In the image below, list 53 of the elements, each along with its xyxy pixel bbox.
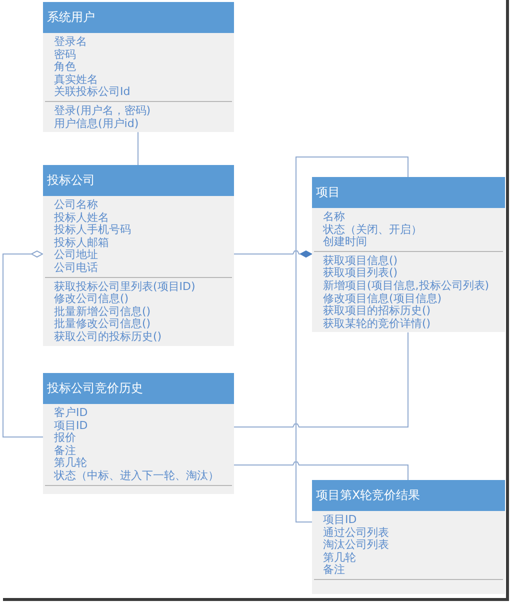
attribute-text: 备注 bbox=[323, 564, 346, 577]
attribute-text: 状态（关闭、开启） bbox=[323, 224, 423, 236]
class-box bbox=[312, 480, 505, 594]
attribute-text: 第几轮 bbox=[323, 552, 357, 564]
method-text: 批量修改公司信息() bbox=[54, 318, 152, 331]
attribute-text: 项目ID bbox=[54, 420, 89, 432]
attribute-text: 公司地址 bbox=[54, 249, 99, 262]
attribute-text: 名称 bbox=[323, 211, 346, 224]
attribute-text: 公司名称 bbox=[54, 199, 99, 212]
attribute-text: 真实姓名 bbox=[54, 74, 99, 86]
method-text: 修改项目信息(项目信息) bbox=[323, 292, 443, 305]
connector-line bbox=[234, 250, 312, 258]
attribute-text: 角色 bbox=[54, 61, 77, 74]
attribute-text: 第几轮 bbox=[54, 457, 88, 470]
connector-line bbox=[2, 250, 44, 438]
method-text: 用户信息(用户id) bbox=[54, 118, 140, 130]
method-text: 获取公司的投标历史() bbox=[54, 330, 163, 344]
class-header: 投标公司竞价历史 bbox=[43, 373, 234, 404]
class-header: 项目 bbox=[312, 177, 505, 208]
method-text: 新增项目(项目信息,投标公司列表) bbox=[323, 280, 490, 293]
attribute-text: 状态（中标、进入下一轮、淘汰） bbox=[54, 470, 220, 483]
method-text: 获取某轮的竞价详情() bbox=[323, 318, 432, 330]
attribute-text: 报价 bbox=[54, 432, 77, 444]
attribute-text: 投标人手机号码 bbox=[54, 224, 132, 237]
attribute-text: 项目ID bbox=[323, 514, 358, 526]
connector-line bbox=[234, 462, 408, 480]
class-header: 投标公司 bbox=[43, 165, 234, 196]
class-header: 系统用户 bbox=[43, 2, 234, 33]
attribute-text: 投标人邮箱 bbox=[54, 236, 110, 249]
method-text: 获取项目信息() bbox=[323, 254, 399, 267]
connector-line bbox=[234, 332, 408, 428]
method-text: 获取项目的招标历史() bbox=[323, 305, 432, 318]
attribute-text: 通过公司列表 bbox=[323, 526, 390, 539]
connector-line bbox=[296, 156, 408, 522]
class-box bbox=[43, 165, 234, 346]
attribute-text: 登录名 bbox=[54, 36, 88, 48]
attribute-text: 密码 bbox=[54, 48, 77, 61]
attribute-text: 公司电话 bbox=[54, 262, 99, 275]
attribute-text: 关联投标公司Id bbox=[54, 86, 132, 99]
class-box bbox=[43, 373, 234, 494]
class-box bbox=[312, 177, 505, 332]
method-text: 批量新增公司信息() bbox=[54, 306, 152, 318]
class-box bbox=[43, 2, 234, 132]
attribute-text: 客户ID bbox=[54, 407, 89, 420]
method-text: 获取项目列表() bbox=[323, 267, 399, 280]
attribute-text: 投标人姓名 bbox=[54, 212, 110, 224]
attribute-text: 备注 bbox=[54, 444, 77, 457]
method-text: 登录(用户名，密码) bbox=[54, 104, 152, 118]
attribute-text: 创建时间 bbox=[323, 236, 368, 249]
class-header: 项目第X轮竞价结果 bbox=[312, 480, 505, 511]
method-text: 修改公司信息() bbox=[54, 293, 130, 306]
method-text: 获取投标公司里列表(项目ID) bbox=[54, 280, 196, 293]
attribute-text: 淘汰公司列表 bbox=[323, 539, 390, 552]
